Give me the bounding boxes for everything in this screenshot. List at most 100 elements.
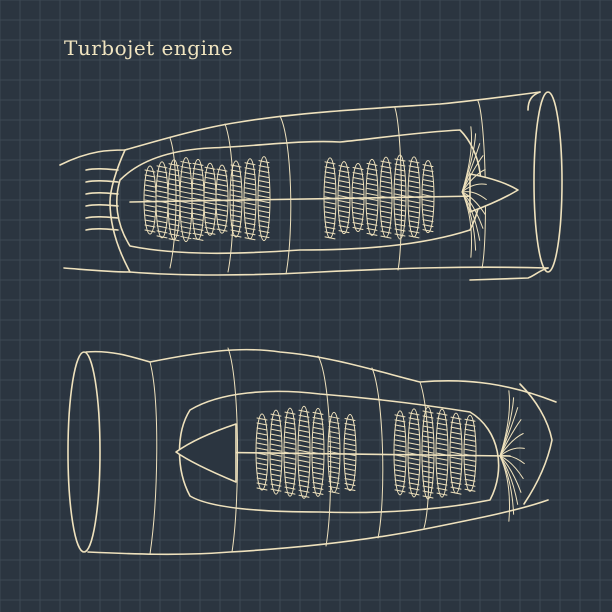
blade <box>258 160 270 164</box>
blade <box>324 176 336 180</box>
blade <box>230 224 242 228</box>
blade <box>156 215 168 219</box>
blade <box>204 166 216 170</box>
page-title: Turbojet engine <box>64 36 234 60</box>
blade <box>298 494 310 498</box>
blade <box>312 451 324 455</box>
blade <box>204 171 216 175</box>
blade <box>298 479 310 483</box>
blade <box>284 436 296 440</box>
blade <box>422 480 434 484</box>
fan-blade <box>499 447 525 457</box>
blade <box>408 185 420 189</box>
top-engine-blade-stages <box>143 154 435 243</box>
blade <box>324 221 336 225</box>
blade <box>408 215 420 219</box>
blade <box>450 436 462 440</box>
blade <box>258 180 270 184</box>
blade <box>284 446 296 450</box>
blade <box>180 226 192 230</box>
blade <box>256 472 268 476</box>
blade <box>380 185 392 189</box>
blade <box>244 197 256 201</box>
blade <box>298 449 310 453</box>
blade <box>180 171 192 175</box>
blade <box>394 168 406 172</box>
blade <box>436 477 448 481</box>
blade <box>168 163 180 167</box>
blade <box>344 473 356 477</box>
blade <box>244 172 256 176</box>
blade <box>422 430 434 434</box>
blade <box>156 220 168 224</box>
blade <box>450 476 462 480</box>
blade <box>298 464 310 468</box>
bottom-engine-casing-band-2 <box>227 347 239 553</box>
blade <box>216 208 228 212</box>
blade <box>422 224 434 228</box>
blade <box>312 446 324 450</box>
nozzle-fin <box>85 228 119 231</box>
blade <box>192 217 204 221</box>
blade <box>324 231 336 235</box>
blade <box>284 476 296 480</box>
blade <box>380 215 392 219</box>
bottom-engine-nose-cone <box>175 423 237 483</box>
blade <box>204 191 216 195</box>
blade <box>380 210 392 214</box>
blade <box>270 488 282 492</box>
blade <box>312 461 324 465</box>
blade <box>422 179 434 183</box>
blade <box>380 195 392 199</box>
blade <box>394 449 406 453</box>
blade <box>256 467 268 471</box>
blade <box>436 452 448 456</box>
blade <box>394 183 406 187</box>
blade <box>256 442 268 446</box>
blade <box>394 444 406 448</box>
blade <box>394 439 406 443</box>
blade <box>366 227 378 231</box>
blade <box>298 474 310 478</box>
blade <box>256 417 268 421</box>
blade <box>284 471 296 475</box>
blade <box>256 432 268 436</box>
blade <box>144 174 156 178</box>
fan-blade <box>461 191 473 258</box>
blade <box>422 445 434 449</box>
blade <box>284 421 296 425</box>
blade <box>180 216 192 220</box>
blade <box>156 195 168 199</box>
blade <box>270 478 282 482</box>
blade <box>312 486 324 490</box>
blade <box>180 206 192 210</box>
blade <box>258 185 270 189</box>
blade <box>156 180 168 184</box>
blade <box>324 166 336 170</box>
blade <box>450 451 462 455</box>
blade <box>408 225 420 229</box>
blade <box>352 172 364 176</box>
blade <box>352 177 364 181</box>
blade <box>394 163 406 167</box>
blade <box>352 167 364 171</box>
top-engine-fan-blades <box>461 126 487 258</box>
blade <box>244 167 256 171</box>
blade <box>216 198 228 202</box>
blade <box>216 173 228 177</box>
blade <box>144 219 156 223</box>
blade <box>244 202 256 206</box>
blade <box>204 201 216 205</box>
blade <box>328 455 340 459</box>
blade <box>408 190 420 194</box>
blade <box>180 186 192 190</box>
blade <box>338 215 350 219</box>
blade <box>168 238 180 242</box>
blade <box>216 193 228 197</box>
blade <box>204 181 216 185</box>
blade <box>338 225 350 229</box>
blade <box>216 218 228 222</box>
blade <box>422 169 434 173</box>
blade <box>312 411 324 415</box>
blade <box>436 422 448 426</box>
